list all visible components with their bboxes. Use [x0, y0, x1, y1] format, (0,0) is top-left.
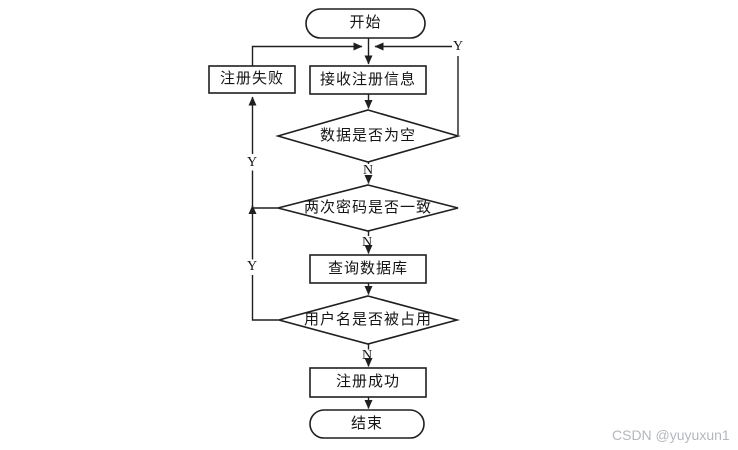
branch-label-username-yes: Y	[246, 259, 258, 274]
check-username-node-label: 用户名是否被占用	[303, 311, 432, 328]
branch-label-username-no: N	[361, 347, 373, 363]
branch-label-password-yes: Y	[246, 154, 258, 170]
end-terminator-shape	[309, 409, 425, 439]
query-database-node-label: 查询数据库	[327, 260, 408, 277]
edge-fail-to-merge	[251, 42, 363, 66]
receive-info-shape	[309, 65, 427, 95]
branch-label-dataempty-no: N	[362, 163, 374, 178]
receive-info-node-label: 接收注册信息	[319, 71, 416, 88]
check-password-shape	[277, 184, 459, 232]
register-success-node-label: 注册成功	[335, 374, 400, 390]
register-fail-shape	[208, 65, 296, 94]
edge-checkpassword-yes-fail	[253, 97, 278, 209]
query-database-shape	[309, 254, 427, 284]
check-data-empty-node-label: 数据是否为空	[319, 127, 416, 144]
end-node-label: 结束	[350, 415, 383, 432]
check-username-shape	[275, 295, 461, 345]
register-fail-node-label: 注册失败	[219, 71, 284, 87]
branch-label-password-no: N	[361, 234, 373, 250]
branch-label-dataempty-yes: Y	[452, 39, 464, 54]
edge-checkempty-yes-loop	[375, 47, 459, 135]
check-data-empty-shape	[275, 109, 461, 163]
edge-checkusername-yes-fail	[253, 206, 278, 321]
start-terminator-shape	[305, 8, 426, 39]
register-success-shape	[309, 367, 427, 398]
csdn-watermark: CSDN @yuyuxun1	[612, 427, 730, 443]
check-password-node-label: 两次密码是否一致	[303, 199, 432, 216]
start-node-label: 开始	[349, 15, 382, 31]
